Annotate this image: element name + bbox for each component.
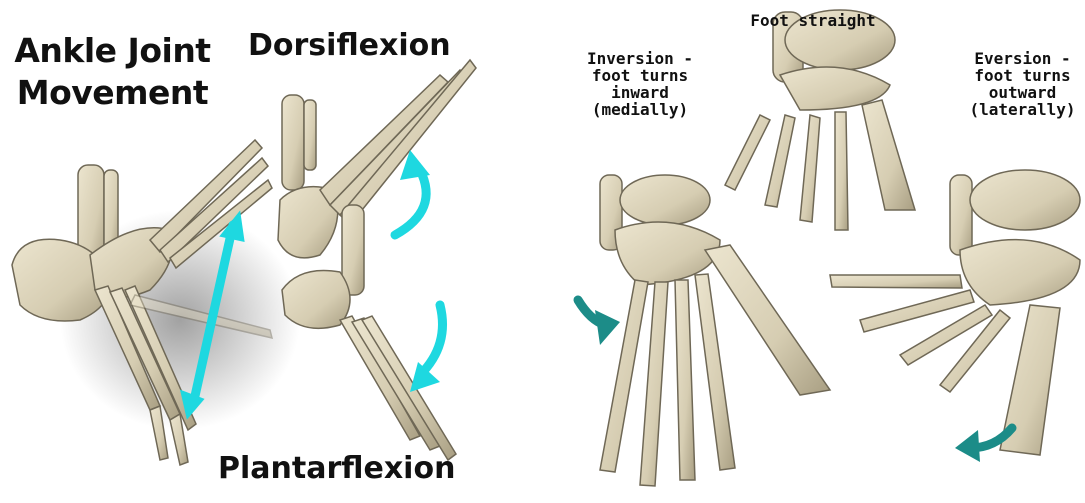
curved-arrow-icon xyxy=(578,300,620,345)
label-plantarflexion: Plantarflexion xyxy=(218,450,448,488)
label-dorsiflexion: Dorsiflexion xyxy=(248,28,438,64)
eversion-foot-icon xyxy=(830,170,1080,455)
curved-arrow-icon xyxy=(410,305,443,392)
diagram-title: Ankle Joint Movement xyxy=(10,30,215,114)
label-inversion: Inversion - foot turns inward (medially) xyxy=(565,50,715,118)
label-foot-straight: Foot straight xyxy=(738,12,888,29)
foot-top-view-icon xyxy=(725,10,915,230)
label-eversion: Eversion - foot turns outward (laterally… xyxy=(960,50,1085,118)
dorsiflexion-foot-icon xyxy=(278,60,476,258)
inversion-foot-icon xyxy=(600,175,830,486)
